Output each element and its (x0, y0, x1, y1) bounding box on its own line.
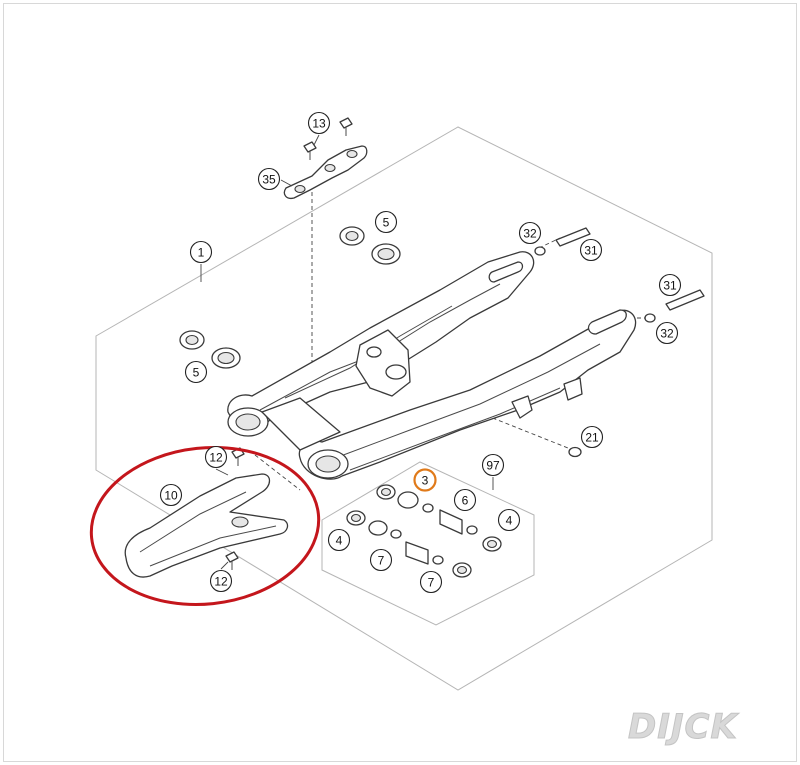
callout-label: 4 (336, 534, 343, 548)
callout-ring (658, 273, 682, 297)
callout-12: 12 (209, 569, 233, 593)
part-callouts: 13 35 1 5 32 31 31 32 5 21 12 97 3 10 6 4 4 7 7 12 (159, 111, 682, 594)
callout-label: 97 (486, 459, 500, 473)
callout-ring (204, 445, 228, 469)
callout-ring (327, 528, 351, 552)
callout-label: 12 (214, 575, 228, 589)
callout-label: 1 (198, 246, 205, 260)
callout-label: 3 (422, 474, 429, 488)
callout-6: 6 (453, 488, 477, 512)
callout-ring (453, 488, 477, 512)
seal-kit-outline (321, 461, 535, 626)
callout-label: 32 (660, 327, 674, 341)
callout-ring (579, 238, 603, 262)
callout-label: 4 (506, 514, 513, 528)
bushings-5-lower (179, 330, 241, 369)
bearing-seal-kit (346, 484, 502, 578)
callout-label: 5 (383, 216, 390, 230)
callout-ring (580, 425, 604, 449)
callout-label: 12 (209, 451, 223, 465)
callout-label: 35 (262, 173, 276, 187)
watermark-logo: DIJCK (628, 707, 739, 747)
chain-slider (124, 473, 289, 578)
callout-7: 7 (419, 570, 443, 594)
callout-13: 13 (307, 111, 331, 135)
callout-ring (419, 570, 443, 594)
swingarm (227, 251, 637, 480)
callout-32: 32 (518, 221, 542, 245)
callout-ring (189, 240, 213, 264)
callout-label: 31 (663, 279, 677, 293)
leader-lines (200, 134, 494, 570)
bushings-5-upper (339, 226, 401, 265)
callout-4: 4 (327, 528, 351, 552)
callout-5: 5 (184, 360, 208, 384)
callout-32: 32 (655, 321, 679, 345)
callout-4: 4 (497, 508, 521, 532)
highlight-circle-chain-slider (89, 446, 321, 606)
callout-label: 32 (523, 227, 537, 241)
callout-97: 97 (481, 453, 505, 477)
callout-label: 5 (193, 366, 200, 380)
pins-31-nuts-32 (534, 227, 705, 323)
callout-ring (655, 321, 679, 345)
bolt-21 (568, 446, 582, 458)
callout-7: 7 (369, 548, 393, 572)
callout-label: 10 (164, 489, 178, 503)
callout-ring (481, 453, 505, 477)
callout-31: 31 (579, 238, 603, 262)
callout-ring (518, 221, 542, 245)
callout-ring (257, 167, 281, 191)
callout-10: 10 (159, 483, 183, 507)
image-frame (3, 3, 797, 762)
callout-label: 21 (585, 431, 599, 445)
callout-31: 31 (658, 273, 682, 297)
callout-label: 31 (584, 244, 598, 258)
callout-label: 7 (428, 576, 435, 590)
callout-ring (369, 548, 393, 572)
callout-ring (184, 360, 208, 384)
callout-5: 5 (374, 210, 398, 234)
callout-ring (374, 210, 398, 234)
callout-ring (497, 508, 521, 532)
callout-35: 35 (257, 167, 281, 191)
callout-label: 13 (312, 117, 326, 131)
callout-label: 7 (378, 554, 385, 568)
callout-ring (413, 468, 437, 492)
callout-ring (307, 111, 331, 135)
assembly-outline (95, 126, 713, 691)
bolts-13 (303, 117, 353, 160)
chain-guide-bracket (283, 145, 368, 200)
callout-3: 3 (413, 468, 437, 492)
callout-ring (209, 569, 233, 593)
callout-1: 1 (189, 240, 213, 264)
callout-12: 12 (204, 445, 228, 469)
callout-label: 6 (462, 494, 469, 508)
callout-21: 21 (580, 425, 604, 449)
callout-ring (159, 483, 183, 507)
